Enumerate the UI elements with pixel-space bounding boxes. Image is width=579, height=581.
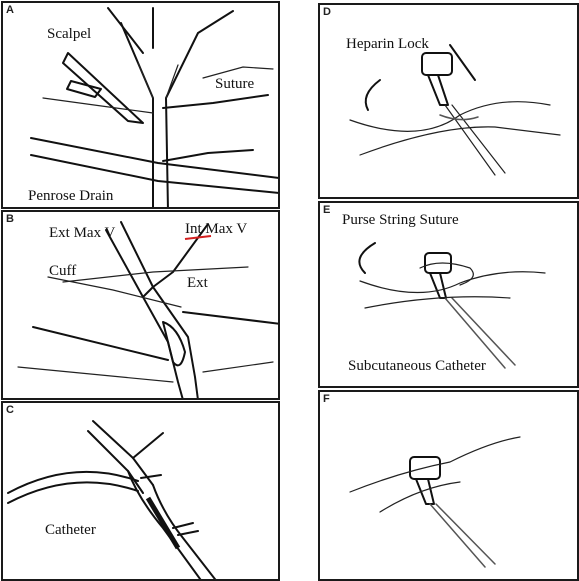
label-int-max-v: Int Max V (185, 222, 247, 237)
label-ext: Ext (187, 276, 208, 291)
label-subcutaneous-catheter: Subcutaneous Catheter (348, 359, 486, 374)
panel-b: B Ext Max V Int Max V Cuff Ext (1, 210, 280, 400)
panel-a: A Scalpel Suture Penrose Drain (1, 1, 280, 209)
panel-b-illustration (3, 212, 280, 400)
panel-e: E Purse String Suture Subcutaneous Cathe… (318, 201, 579, 388)
panel-a-illustration (3, 3, 280, 209)
panel-f-illustration (320, 392, 579, 581)
panel-d: D Heparin Lock (318, 3, 579, 199)
panel-c: C Catheter (1, 401, 280, 581)
label-suture: Suture (215, 77, 254, 92)
label-catheter: Catheter (45, 523, 96, 538)
label-ext-max-v: Ext Max V (49, 226, 115, 241)
label-purse-string-suture: Purse String Suture (342, 213, 459, 228)
panel-f: F (318, 390, 579, 581)
label-heparin-lock: Heparin Lock (346, 37, 429, 52)
label-penrose-drain: Penrose Drain (28, 189, 113, 204)
label-scalpel: Scalpel (47, 27, 91, 42)
panel-d-illustration (320, 5, 579, 199)
label-cuff: Cuff (49, 264, 76, 279)
panel-c-illustration (3, 403, 280, 581)
